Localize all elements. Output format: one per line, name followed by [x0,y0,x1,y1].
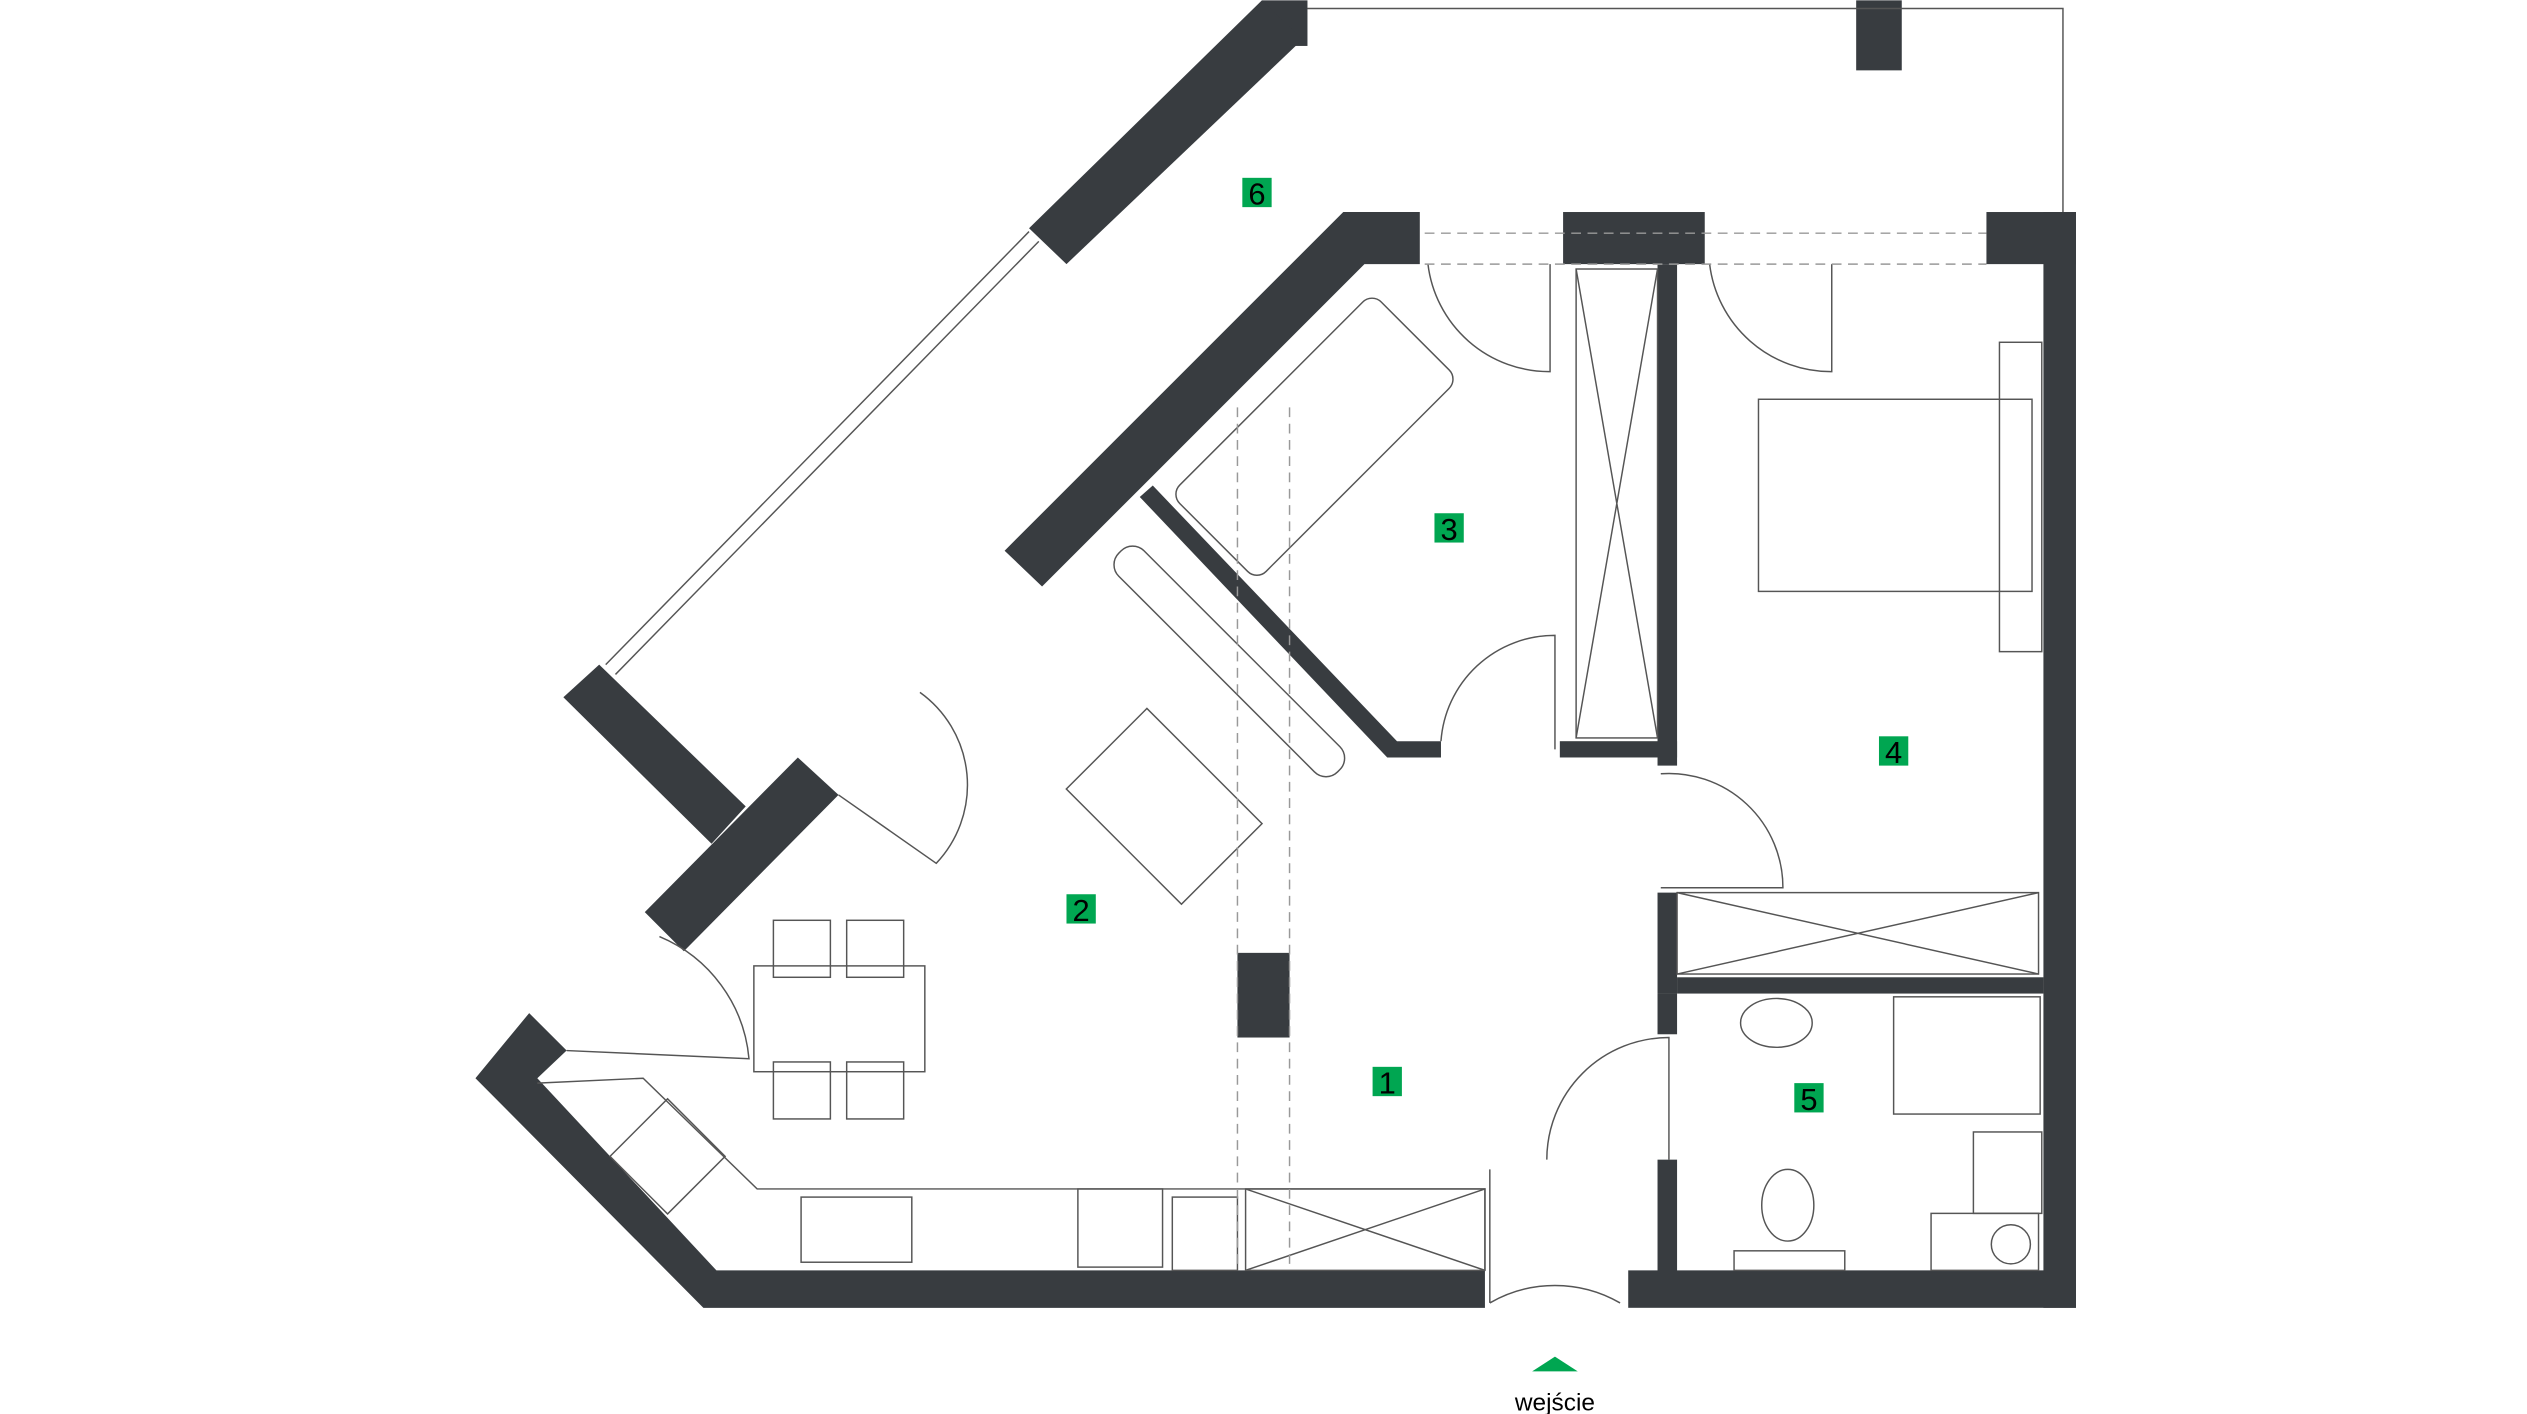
door-room3-balcony[interactable] [1427,264,1551,373]
room-label-1: 1 [1372,1066,1402,1101]
sofa-table [1065,707,1264,906]
wall-segment [1657,1159,1678,1274]
wall-segment [1856,0,1902,71]
svg-text:3: 3 [1441,512,1458,547]
wall-segment [1139,485,1441,758]
wall-segment [563,664,746,844]
entrance-marker: wejście [1514,1356,1595,1414]
bed [1757,398,2033,593]
door-room2-balcony-2[interactable] [566,935,750,1060]
column [1237,952,1290,1038]
wall-segment [1559,741,1678,758]
wall-segment [1004,212,1420,587]
walls [475,0,2076,1308]
room-label-5: 5 [1794,1082,1824,1117]
svg-text:4: 4 [1885,735,1902,770]
entrance-door[interactable] [1489,1169,1621,1304]
wall-segment [1657,264,1678,766]
room-label-2: 2 [1066,893,1096,928]
room-labels: 1 2 3 4 5 6 [1066,177,1909,1117]
dining-table [753,965,926,1073]
nightstands [1998,341,2043,653]
door-room3[interactable] [1440,634,1556,750]
door-room2-balcony[interactable] [838,691,969,865]
cooktop [608,1097,727,1215]
wall-segment [2043,212,2076,1308]
wall-segment [1677,977,2044,994]
wall-segment [1986,212,2076,265]
toilet [1761,1168,1815,1242]
wall-segment [1563,212,1705,265]
svg-text:5: 5 [1800,1082,1817,1117]
door-room5[interactable] [1546,1036,1670,1160]
doors [566,232,1987,1304]
washbasin [1739,997,1813,1049]
wall-segment [1657,993,1678,1035]
sink [800,1196,913,1263]
door-room4-balcony[interactable] [1708,264,1833,373]
wall-segment [644,757,839,952]
svg-text:1: 1 [1379,1066,1396,1101]
shower [1892,996,2041,1115]
wardrobe [1575,268,1659,739]
door-room4[interactable] [1660,772,1784,889]
wall-segment [1628,1270,2076,1308]
washing-machine [1930,1212,2040,1272]
furniture [537,268,2043,1272]
sofa [1113,545,1346,778]
entrance-label: wejście [1514,1389,1595,1414]
room-label-4: 4 [1878,735,1909,770]
bathtub [1175,297,1454,576]
wardrobe-room4 [1676,891,2040,975]
wall-segment [1657,892,1678,994]
triangle-up-icon [1532,1356,1578,1372]
wall-segment [475,1013,1485,1308]
room-label-6: 6 [1242,177,1272,212]
svg-text:2: 2 [1073,893,1090,928]
balcony-railings [605,7,2064,675]
room-label-3: 3 [1434,512,1464,547]
svg-text:6: 6 [1248,177,1265,212]
wall-segment [1029,0,1303,265]
